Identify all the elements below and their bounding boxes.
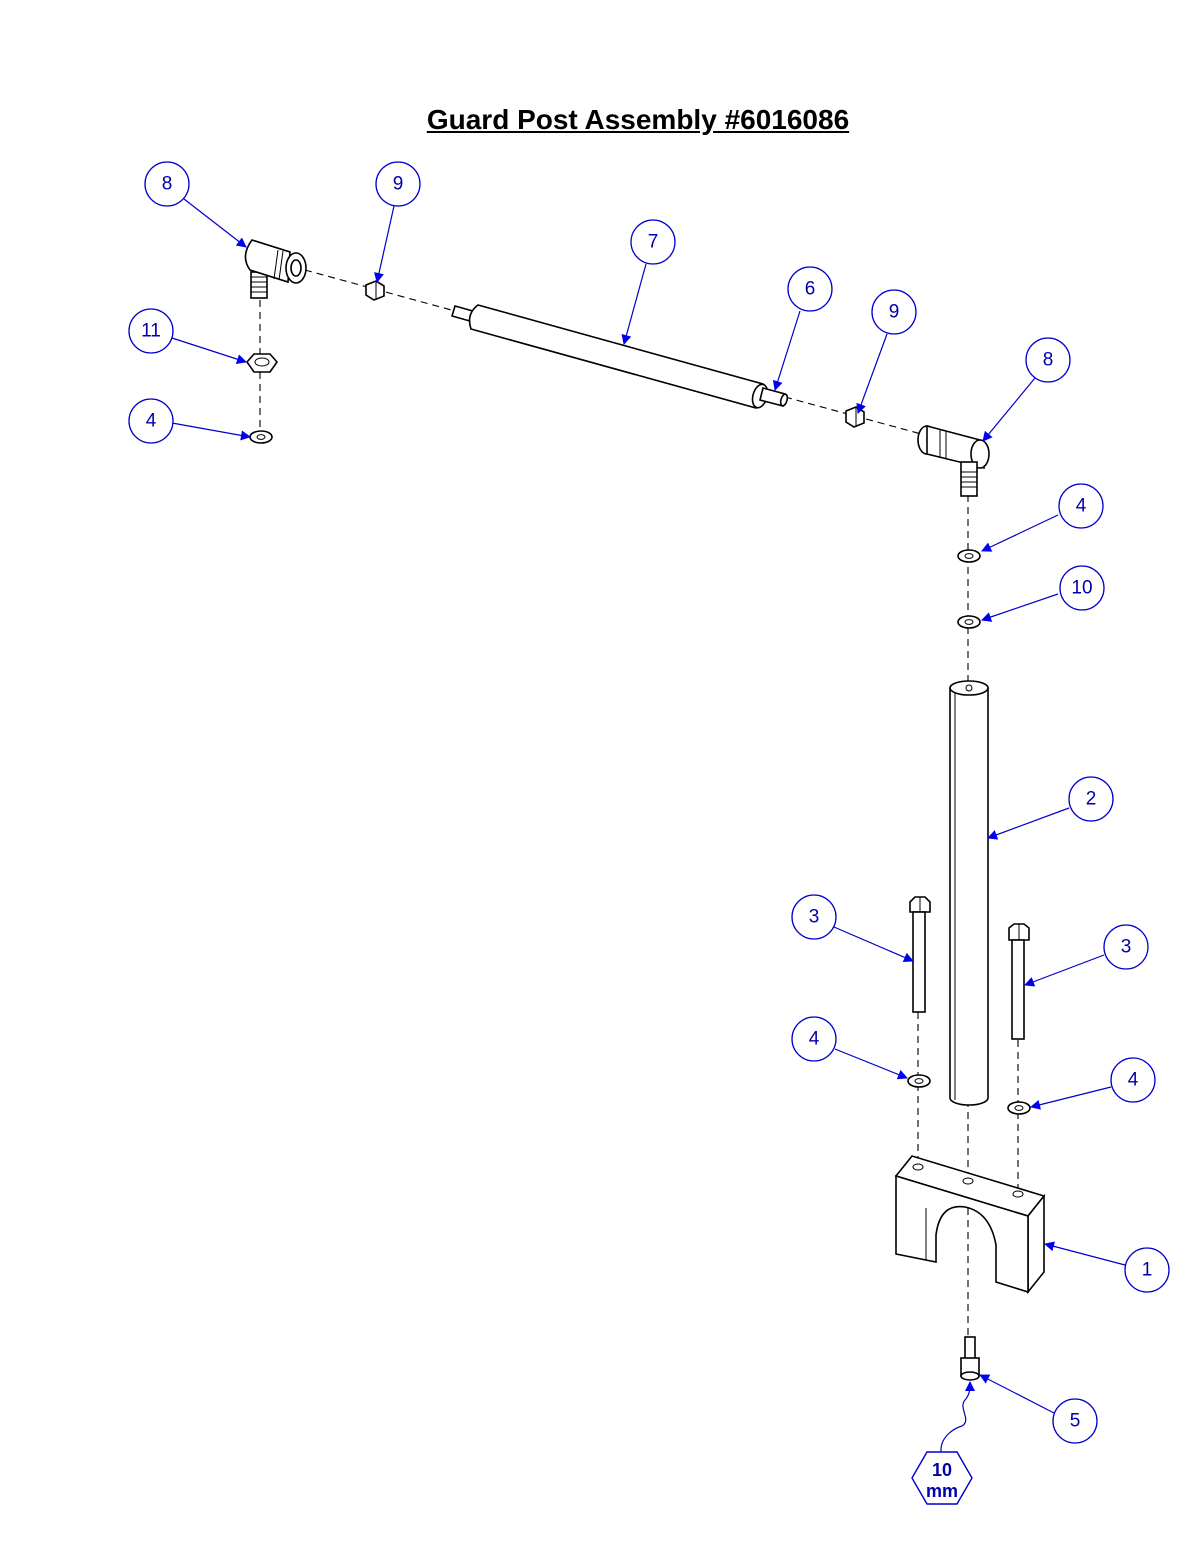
bolt-right [1008,923,1030,1040]
callout-bubbles: 8 9 7 6 9 8 11 4 4 10 2 3 3 4 4 1 5 [128,161,1170,1444]
callout-bubble: 1 [1124,1247,1170,1293]
callout-bubble: 4 [1058,483,1104,529]
svg-text:5: 5 [1070,1411,1081,1432]
svg-text:4: 4 [146,411,157,432]
svg-text:11: 11 [141,321,161,342]
callout-bubble: 4 [791,1016,837,1062]
callout-bubble: 9 [375,161,421,207]
callout-bubble: 6 [787,266,833,312]
tool-size-value: 10 [932,1460,952,1480]
svg-text:8: 8 [162,174,173,195]
svg-text:4: 4 [809,1029,820,1050]
svg-text:3: 3 [1121,937,1132,958]
svg-text:4: 4 [1128,1070,1139,1091]
jam-nut-right [845,406,865,428]
callout-leaders [171,198,1126,1414]
rod-end-right [917,424,990,497]
rod-end-left [244,239,307,299]
guard-post [949,680,989,1106]
tool-size-unit: mm [926,1481,958,1501]
svg-text:9: 9 [393,174,404,195]
hex-nut [245,353,279,373]
callout-bubble: 11 [128,308,174,354]
callout-bubble: 3 [1103,924,1149,970]
hex-wrench-size-icon: 10 mm [911,1451,973,1505]
svg-text:4: 4 [1076,496,1087,517]
callout-bubble: 8 [1025,337,1071,383]
svg-text:8: 8 [1043,350,1054,371]
callout-bubble: 3 [791,894,837,940]
callout-bubble: 8 [144,161,190,207]
svg-text:1: 1 [1142,1260,1153,1281]
callout-bubble: 10 [1059,565,1105,611]
svg-text:9: 9 [889,302,900,323]
svg-text:6: 6 [805,279,816,300]
callout-bubble: 4 [1110,1057,1156,1103]
svg-text:3: 3 [809,907,820,928]
callout-bubble: 7 [630,219,676,265]
drawing-title: Guard Post Assembly #6016086 [426,104,850,135]
svg-text:7: 7 [648,232,659,253]
washers [249,430,1031,1115]
svg-text:2: 2 [1086,789,1097,810]
callout-bubble: 5 [1052,1398,1098,1444]
jam-nut-left [365,280,385,301]
callout-bubble: 2 [1068,776,1114,822]
clamp-base [894,1155,1046,1295]
callout-bubble: 4 [128,398,174,444]
tool-leader [940,1381,975,1453]
socket-head-screw [960,1336,980,1381]
guard-tube [450,304,789,409]
svg-text:10: 10 [1071,578,1092,599]
bolt-left [909,896,931,1013]
callout-bubble: 9 [871,289,917,335]
